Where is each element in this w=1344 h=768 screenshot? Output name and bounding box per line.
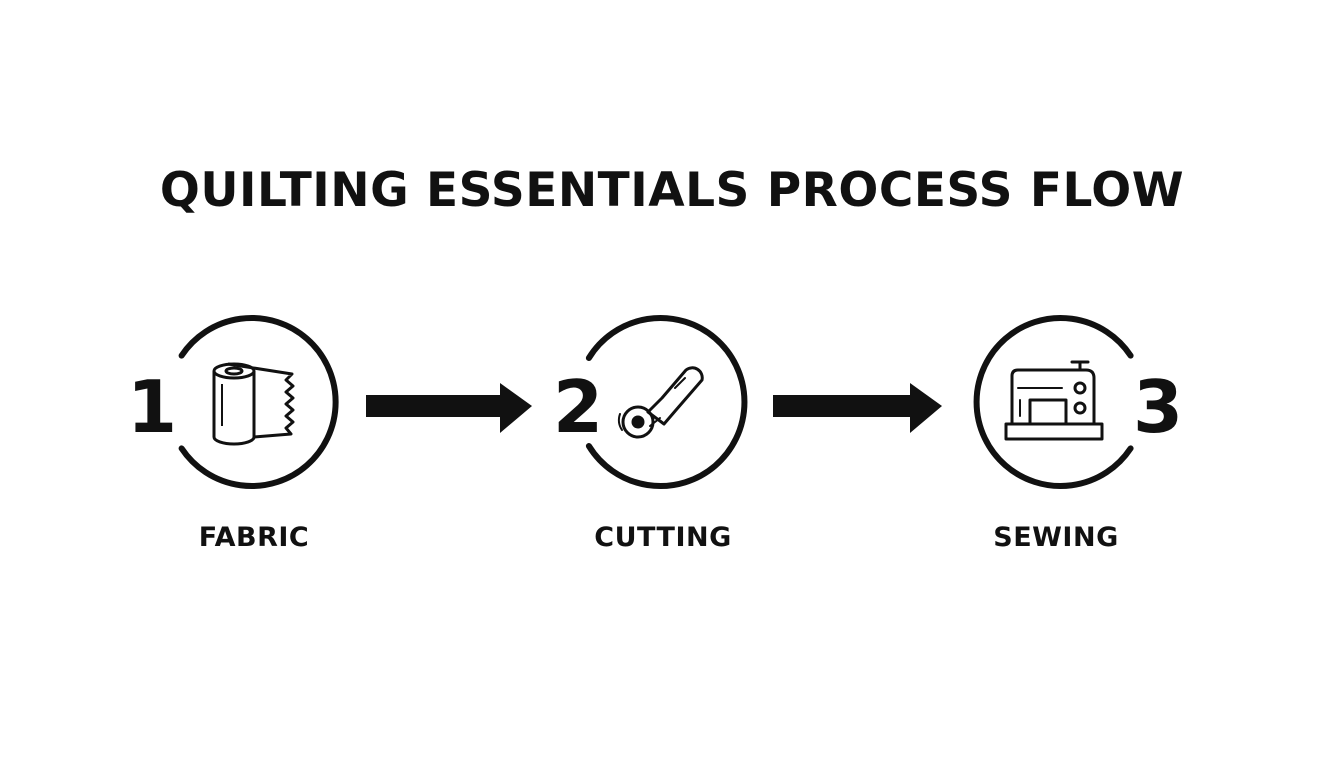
arrow-1-2 (366, 383, 532, 433)
step-2: 2 (553, 315, 748, 489)
step-2-number: 2 (553, 365, 603, 449)
step-3-circle (973, 315, 1134, 489)
step-3: 3 (973, 315, 1183, 489)
step-1-label: FABRIC (198, 522, 310, 553)
fabric-roll-icon (212, 362, 295, 446)
step-1-circle (178, 315, 339, 489)
diagram-title: QUILTING ESSENTIALS PROCESS FLOW (159, 163, 1185, 218)
step-1-number: 1 (127, 365, 177, 449)
step-2-label: CUTTING (594, 522, 732, 553)
arrow-2-3 (773, 383, 942, 433)
step-2-circle (585, 315, 748, 489)
rotary-cutter-icon (617, 366, 704, 439)
step-1: 1 (127, 315, 339, 489)
sewing-machine-icon (1004, 360, 1104, 441)
step-3-number: 3 (1133, 365, 1183, 449)
step-3-label: SEWING (993, 522, 1119, 553)
